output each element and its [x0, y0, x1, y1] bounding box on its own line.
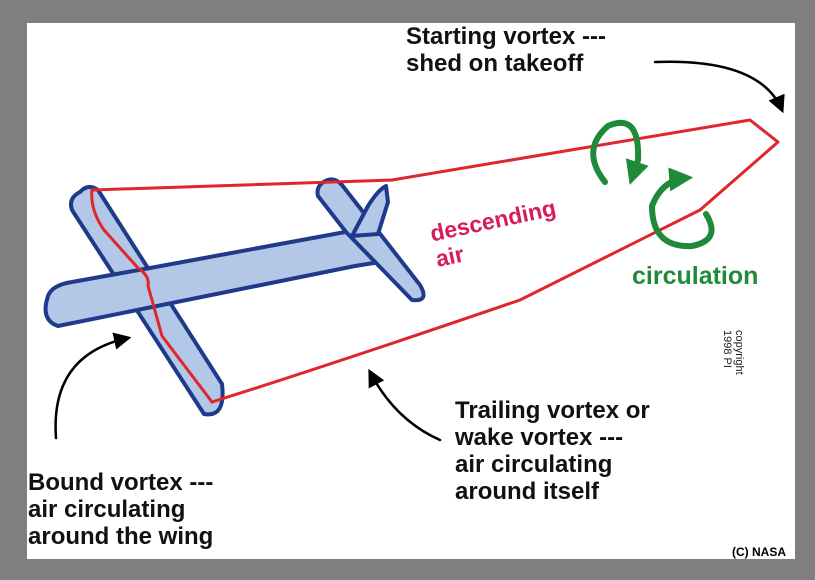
trailing-vortex-line-upper [90, 118, 752, 192]
circulation-arrows [590, 119, 715, 250]
trailing-vortex-line-lower [210, 118, 780, 404]
label-line: Bound vortex --- [28, 469, 214, 496]
pointer-arrow-bound-vortex [54, 332, 132, 440]
label-line: shed on takeoff [406, 49, 584, 77]
label-circulation: circulation [632, 262, 759, 290]
label-copyright-mark: copyright 1998 PI [720, 330, 745, 375]
label-bound-vortex: Bound vortex --- air circulating around … [28, 469, 214, 551]
bound-vortex-line [90, 188, 214, 404]
label-starting-vortex: Starting vortex --- shed on takeoff [406, 23, 607, 78]
circulation-arrow-upper [590, 119, 649, 185]
label-line: wake vortex --- [455, 423, 624, 451]
label-line: Starting vortex --- [406, 23, 607, 50]
label-line: 1998 PI [720, 330, 733, 368]
label-line: around itself [455, 477, 600, 505]
label-line: air circulating [28, 495, 186, 523]
airplane-tailplane [315, 177, 426, 303]
airplane-vertical-fin [350, 184, 390, 238]
pointer-arrows [54, 60, 785, 442]
label-line: Trailing vortex or [455, 397, 650, 424]
label-credit: (C) NASA [732, 545, 786, 559]
vortex-system-outline [90, 118, 780, 404]
circulation-arrow-lower [648, 167, 715, 250]
label-line: around the wing [28, 522, 214, 550]
label-line: copyright [733, 330, 745, 375]
pointer-arrow-starting-vortex [653, 60, 785, 114]
label-line: air circulating [455, 450, 613, 478]
airplane [43, 177, 426, 417]
label-trailing-vortex: Trailing vortex or wake vortex --- air c… [455, 397, 650, 506]
pointer-arrow-trailing-vortex [368, 368, 442, 442]
